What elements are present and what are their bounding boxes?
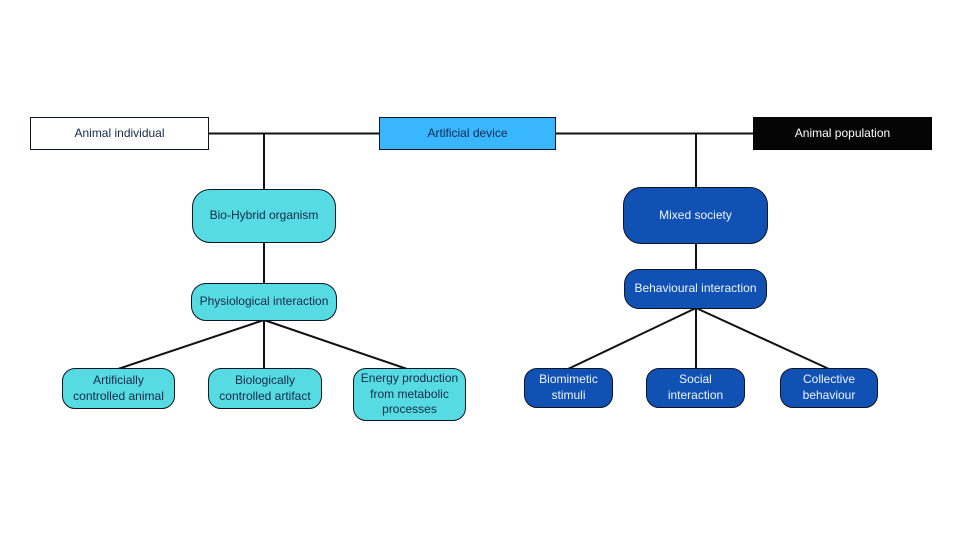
node-biomimetic-stimuli-label: Biomimetic stimuli [539, 372, 598, 402]
node-artificially-controlled-animal: Artificially controlled animal [62, 368, 175, 409]
node-artificially-controlled-animal-label: Artificially controlled animal [73, 372, 164, 403]
node-biomimetic-stimuli: Biomimetic stimuli [524, 368, 613, 408]
node-animal-population: Animal population [753, 117, 932, 150]
node-biologically-controlled-artifact: Biologically controlled artifact [208, 368, 322, 409]
node-behavioural-interaction: Behavioural interaction [624, 269, 767, 309]
node-animal-individual-label: Animal individual [74, 125, 165, 140]
node-behavioural-interaction-label: Behavioural interaction [634, 281, 757, 296]
node-bio-hybrid-organism-label: Bio-Hybrid organism [209, 208, 319, 223]
node-artificial-device-label: Artificial device [427, 125, 508, 140]
node-animal-population-label: Animal population [794, 125, 891, 140]
node-bio-hybrid-organism: Bio-Hybrid organism [192, 189, 336, 243]
node-social-interaction: Social interaction [646, 368, 745, 408]
node-mixed-society-label: Mixed society [659, 207, 732, 222]
node-biologically-controlled-artifact-label: Biologically controlled artifact [219, 372, 311, 403]
node-social-interaction-label: Social interaction [667, 372, 724, 402]
node-collective-behaviour-label: Collective behaviour [802, 372, 856, 402]
node-collective-behaviour: Collective behaviour [780, 368, 878, 408]
node-energy-production-label: Energy production from metabolic process… [360, 371, 459, 417]
node-physiological-interaction: Physiological interaction [191, 283, 337, 321]
node-artificial-device: Artificial device [379, 117, 556, 150]
node-animal-individual: Animal individual [30, 117, 209, 150]
node-physiological-interaction-label: Physiological interaction [199, 294, 329, 309]
node-energy-production: Energy production from metabolic process… [353, 368, 466, 421]
connector-group [117, 132, 830, 371]
node-mixed-society: Mixed society [623, 187, 768, 244]
